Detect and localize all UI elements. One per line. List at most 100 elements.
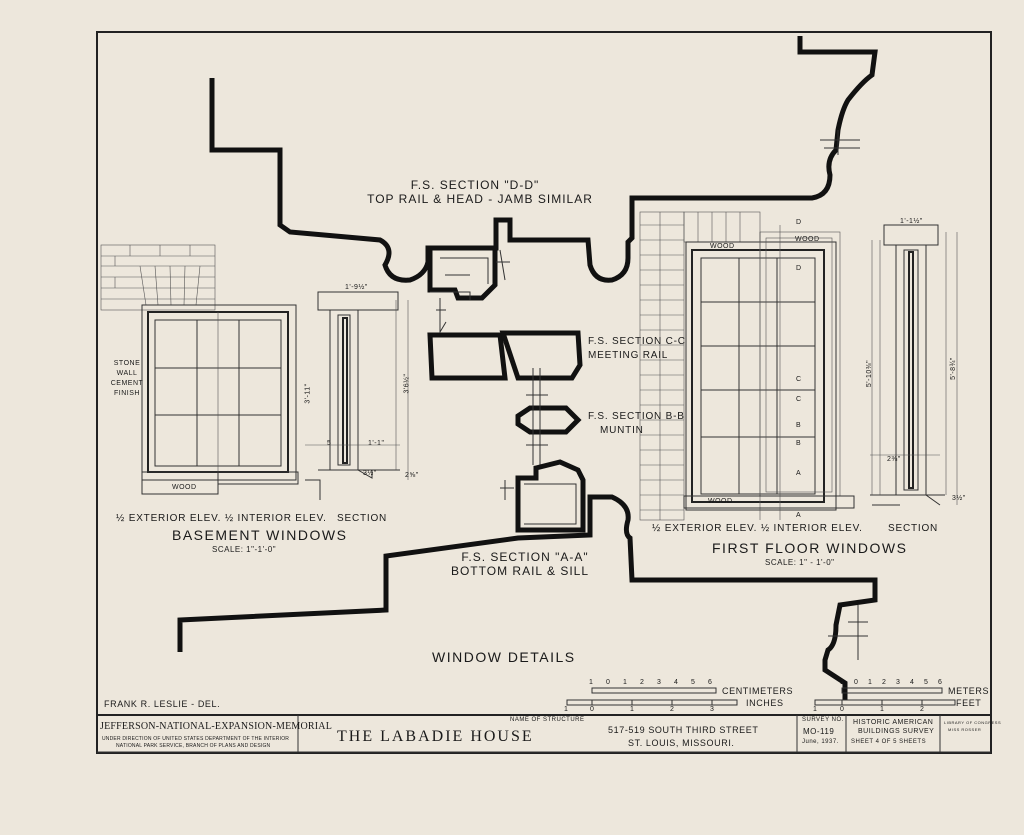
section-dd-title: F.S. SECTION "D-D" xyxy=(410,178,540,192)
ff-marker-a1: A xyxy=(796,470,802,477)
habs-line-1: HISTORIC AMERICAN xyxy=(853,719,934,726)
scale-ft-label: FEET xyxy=(956,698,982,708)
sash-detail-dd xyxy=(427,245,498,301)
ff-marker-d2: D xyxy=(796,265,802,272)
basement-dim-2: 3'-11" xyxy=(304,383,312,404)
stone-note-3: CEMENT xyxy=(110,380,144,387)
ff-wood-top-2: WOOD xyxy=(795,236,820,243)
scale-ft-tick-2: 0 xyxy=(840,706,845,713)
ff-marker-c1: C xyxy=(796,376,802,383)
basement-scale: SCALE: 1"-1'-0" xyxy=(212,545,277,554)
basement-elevation xyxy=(100,244,299,495)
delineator: FRANK R. LESLIE - DEL. xyxy=(104,699,221,709)
org-title: JEFFERSON-NATIONAL-EXPANSION-MEMORIAL xyxy=(100,721,333,732)
structure-name: THE LABADIE HOUSE xyxy=(337,728,534,745)
scale-in-tick-3: 1 xyxy=(630,706,635,713)
survey-label: SURVEY NO. xyxy=(802,717,844,723)
basement-dim-4: 5 xyxy=(327,440,332,447)
scale-cm-tick-2: 0 xyxy=(606,679,611,686)
section-bb-muntin xyxy=(515,405,582,435)
outer-border xyxy=(96,31,992,754)
scale-m-tick-6: 4 xyxy=(910,679,915,686)
graphic-scale-metric-right xyxy=(814,687,956,706)
first-floor-section xyxy=(870,224,958,506)
scale-in-label: INCHES xyxy=(746,698,784,708)
scale-m-tick-3: 1 xyxy=(868,679,873,686)
ff-dim-3: 5'-8¾" xyxy=(949,357,957,380)
basement-dim-6: 3½" xyxy=(363,470,377,477)
structure-name-label: NAME OF STRUCTURE xyxy=(510,717,585,723)
org-sub-2: NATIONAL PARK SERVICE, BRANCH OF PLANS A… xyxy=(116,743,271,749)
scale-ft-tick-1: 1 xyxy=(813,706,818,713)
scale-ft-tick-3: 1 xyxy=(880,706,885,713)
section-dd-subtitle: TOP RAIL & HEAD - JAMB SIMILAR xyxy=(367,192,593,206)
section-cc-meeting-rail xyxy=(427,332,508,381)
section-cc-subtitle: MEETING RAIL xyxy=(588,350,669,361)
scale-cm-tick-8: 6 xyxy=(708,679,713,686)
scale-in-tick-5: 3 xyxy=(710,706,715,713)
section-bb-subtitle: MUNTIN xyxy=(600,425,644,436)
scale-cm-tick-7: 5 xyxy=(691,679,696,686)
sheet-number: SHEET 4 OF 5 SHEETS xyxy=(851,739,927,745)
scale-m-tick-4: 2 xyxy=(882,679,887,686)
scale-m-tick-5: 3 xyxy=(896,679,901,686)
ff-dim-5: 3½" xyxy=(952,495,966,502)
section-cc-title: F.S. SECTION C-C xyxy=(588,336,686,347)
ff-wood-top: WOOD xyxy=(710,243,735,250)
section-aa-title: F.S. SECTION "A-A" xyxy=(461,550,589,564)
scale-m-tick-1: 1 xyxy=(840,679,845,686)
scale-m-tick-7: 5 xyxy=(924,679,929,686)
drawing-title: WINDOW DETAILS xyxy=(432,649,576,665)
basement-dim-7: 2⅝" xyxy=(405,472,419,479)
basement-wood-label: WOOD xyxy=(172,484,197,491)
scale-cm-tick-3: 1 xyxy=(623,679,628,686)
scale-cm-tick-5: 3 xyxy=(657,679,662,686)
stone-note-2: WALL xyxy=(116,370,138,377)
basement-title: BASEMENT WINDOWS xyxy=(172,527,348,543)
ff-marker-d1: D xyxy=(796,219,802,226)
graphic-scale-metric-left xyxy=(566,687,738,706)
section-aa-subtitle: BOTTOM RAIL & SILL xyxy=(450,564,590,578)
scale-cm-tick-6: 4 xyxy=(674,679,679,686)
scale-in-tick-2: 0 xyxy=(590,706,595,713)
stone-note-4: FINISH xyxy=(114,390,140,397)
address-line-2: ST. LOUIS, MISSOURI. xyxy=(628,738,735,748)
org-sub-1: UNDER DIRECTION OF UNITED STATES DEPARTM… xyxy=(102,736,290,742)
ff-marker-b1: B xyxy=(796,422,802,429)
loc-stamp-2: MISS ROSSER xyxy=(948,727,982,732)
first-floor-elevation xyxy=(639,211,855,521)
ff-elev-label: ½ EXTERIOR ELEV. ½ INTERIOR ELEV. xyxy=(652,523,863,534)
basement-section-label: SECTION xyxy=(337,513,388,524)
basement-dim-3: 3'6½" xyxy=(403,373,411,394)
basement-dim-1: 1'-9½" xyxy=(345,284,368,291)
scale-cm-tick-1: 1 xyxy=(589,679,594,686)
address-line-1: 517-519 SOUTH THIRD STREET xyxy=(608,725,759,735)
habs-line-2: BUILDINGS SURVEY xyxy=(858,728,935,735)
scale-ft-tick-4: 2 xyxy=(920,706,925,713)
ff-scale: SCALE: 1" - 1'-0" xyxy=(765,558,835,567)
basement-elev-label: ½ EXTERIOR ELEV. ½ INTERIOR ELEV. xyxy=(116,513,327,524)
basement-dim-5: 1'-1" xyxy=(368,440,385,447)
stone-note-1: STONE xyxy=(113,360,141,367)
section-bb-title: F.S. SECTION B-B xyxy=(588,411,685,422)
ff-dim-1: 1'-1½" xyxy=(900,218,923,225)
ff-marker-b2: B xyxy=(796,440,802,447)
ff-section-label: SECTION xyxy=(888,523,939,534)
survey-date: June, 1937. xyxy=(802,739,839,745)
section-aa-profile xyxy=(177,494,878,700)
ff-wood-bottom: WOOD xyxy=(708,498,733,505)
section-aa-bottom-rail xyxy=(515,459,586,533)
scale-cm-tick-4: 2 xyxy=(640,679,645,686)
survey-number: MO-119 xyxy=(803,727,835,736)
loc-stamp-1: LIBRARY OF CONGRESS xyxy=(944,720,1002,725)
ff-dim-4: 2⅜" xyxy=(887,456,901,463)
ff-dim-2: 5'-10⅜" xyxy=(866,359,874,388)
scale-cm-label: CENTIMETERS xyxy=(722,686,794,696)
scale-in-tick-4: 2 xyxy=(670,706,675,713)
scale-m-tick-8: 6 xyxy=(938,679,943,686)
scale-m-tick-2: 0 xyxy=(854,679,859,686)
scale-m-label: METERS xyxy=(948,686,990,696)
ff-marker-c2: C xyxy=(796,396,802,403)
